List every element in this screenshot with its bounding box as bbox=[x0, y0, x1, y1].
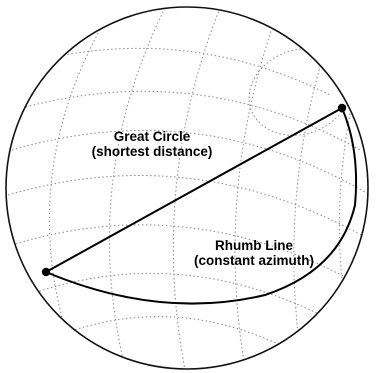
rhumb-line-label: Rhumb Line (constant azimuth) bbox=[186, 238, 322, 268]
meridian-line bbox=[109, 8, 165, 368]
meridian-line bbox=[49, 12, 110, 360]
parallel-line bbox=[40, 48, 330, 95]
meridian-line bbox=[235, 20, 275, 368]
great-circle-label: Great Circle (shortest distance) bbox=[85, 129, 219, 159]
end-point-dot bbox=[338, 104, 346, 112]
great-circle-title: Great Circle bbox=[85, 129, 219, 144]
rhumb-line-title: Rhumb Line bbox=[186, 238, 322, 253]
start-point-dot bbox=[42, 268, 50, 276]
great-circle-subtitle: (shortest distance) bbox=[85, 144, 219, 159]
rhumb-line-subtitle: (constant azimuth) bbox=[186, 253, 322, 268]
parallel-line bbox=[8, 175, 370, 240]
parallel-line bbox=[28, 273, 340, 325]
parallel-line bbox=[60, 317, 300, 355]
globe-outline bbox=[6, 7, 368, 369]
